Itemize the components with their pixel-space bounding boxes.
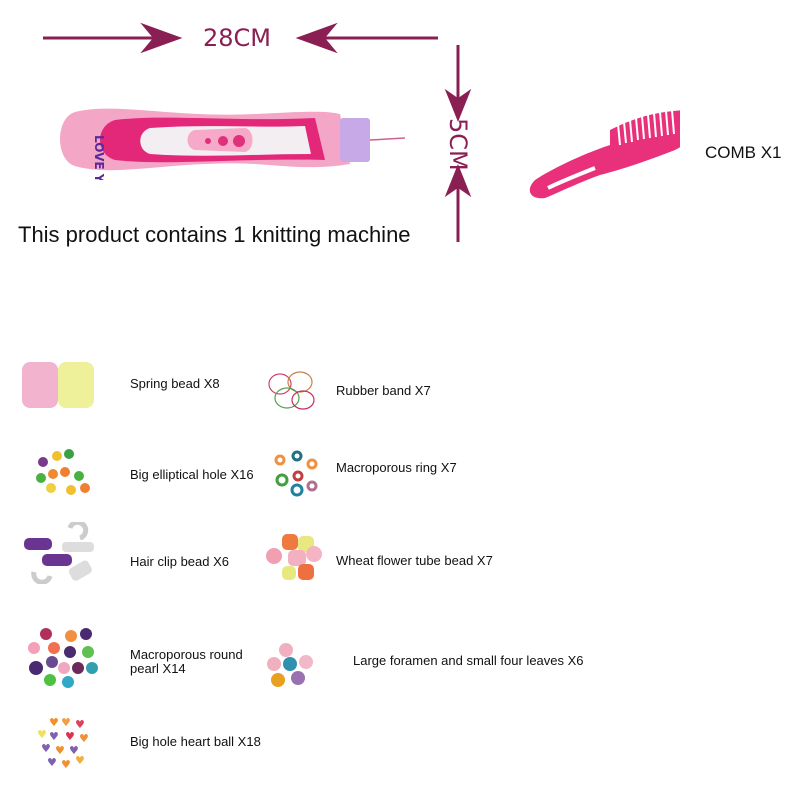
svg-text:♥: ♥ xyxy=(75,754,85,767)
ring-bead-icon xyxy=(272,450,322,498)
flower-tube-bead-icon xyxy=(264,532,328,584)
item-label: Spring bead X8 xyxy=(130,376,220,391)
height-arrow-bottom-head xyxy=(444,163,472,198)
height-arrow-top-head xyxy=(444,88,472,123)
svg-text:♥: ♥ xyxy=(65,730,75,743)
item-label: Big hole heart ball X18 xyxy=(130,734,261,749)
svg-text:♥: ♥ xyxy=(37,728,47,741)
svg-text:♥: ♥ xyxy=(79,732,89,745)
item-label: Macroporous round pearl X14 xyxy=(130,647,243,676)
rubber-band-icon xyxy=(265,370,319,414)
svg-text:♥: ♥ xyxy=(41,742,51,755)
comb-image xyxy=(529,109,680,199)
svg-text:♥: ♥ xyxy=(75,718,85,731)
svg-text:♥: ♥ xyxy=(55,744,65,757)
spring-bead-icon xyxy=(18,360,98,410)
width-label: 28CM xyxy=(203,24,272,52)
knitting-machine-image: LOVE YOU xyxy=(60,108,406,180)
svg-text:♥: ♥ xyxy=(61,716,71,729)
svg-text:♥: ♥ xyxy=(49,730,59,743)
width-arrow-left-head xyxy=(140,22,183,54)
dimension-arrows xyxy=(43,22,472,242)
svg-text:♥: ♥ xyxy=(49,716,59,729)
heart-bead-icon: ♥♥♥ ♥♥♥♥ ♥♥♥ ♥♥♥ xyxy=(35,716,95,772)
item-label: Wheat flower tube bead X7 xyxy=(336,553,493,568)
svg-text:♥: ♥ xyxy=(61,758,71,771)
comb-label: COMB X1 xyxy=(705,143,782,162)
item-label: Big elliptical hole X16 xyxy=(130,467,254,482)
elliptical-bead-icon xyxy=(35,448,95,500)
item-label: Macroporous ring X7 xyxy=(336,460,457,475)
item-label: Large foramen and small four leaves X6 xyxy=(353,653,584,668)
love-you-mark: LOVE YOU xyxy=(92,135,106,180)
svg-text:♥: ♥ xyxy=(69,744,79,757)
hair-clip-bead-icon xyxy=(20,519,100,585)
four-leaf-bead-icon xyxy=(266,642,320,690)
round-pearl-icon xyxy=(26,626,100,688)
width-arrow-right-head xyxy=(295,22,338,54)
item-label: Rubber band X7 xyxy=(336,383,431,398)
item-label: Hair clip bead X6 xyxy=(130,554,229,569)
machine-caption: This product contains 1 knitting machine xyxy=(18,222,411,247)
svg-text:♥: ♥ xyxy=(47,756,57,769)
height-label: 5CM xyxy=(444,118,472,171)
